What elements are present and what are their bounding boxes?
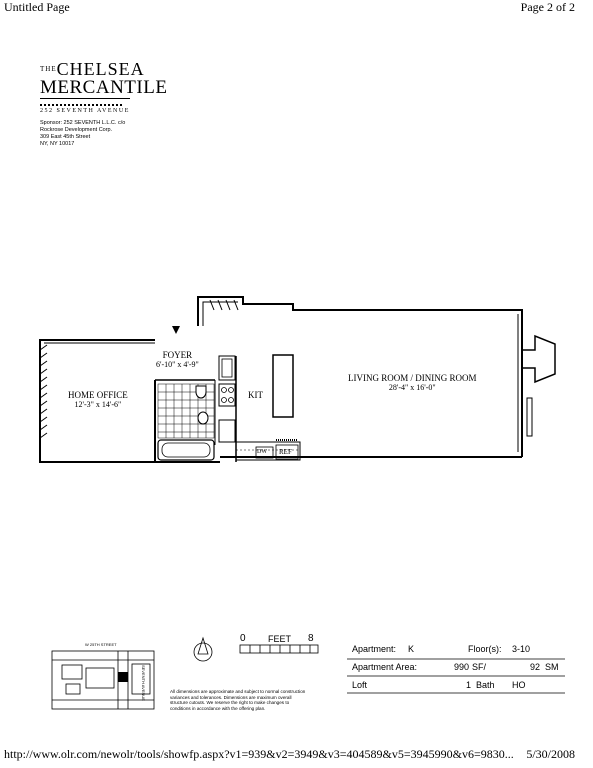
ref-label: REF bbox=[279, 448, 292, 456]
disclaimer-text: All dimensions are approximate and subje… bbox=[170, 689, 306, 711]
dishwasher bbox=[255, 446, 274, 459]
north-compass bbox=[193, 642, 213, 662]
sm-unit: SM bbox=[545, 662, 559, 672]
cooktop bbox=[218, 383, 236, 407]
right-window bbox=[526, 397, 533, 437]
bath-count: 1 bbox=[466, 680, 472, 690]
logo-ornament bbox=[40, 100, 122, 106]
apartment-value: K bbox=[408, 644, 415, 654]
upper-window-hatch bbox=[209, 299, 239, 311]
street-label-w25: W 25TH STREET bbox=[85, 642, 117, 647]
logo-line1: THECHELSEA bbox=[40, 59, 145, 79]
home-office-label: HOME OFFICE 12'-3" x 14'-6" bbox=[68, 390, 128, 409]
living-room-label: LIVING ROOM / DINING ROOM 28'-4" x 16'-0… bbox=[348, 373, 477, 392]
scale-bar bbox=[239, 644, 319, 654]
unit-info-table: Apartment: K Floor(s): 3-10 Apartment Ar… bbox=[348, 644, 568, 698]
bath-label: Bath bbox=[476, 680, 495, 690]
footer-url: http://www.olr.com/newolr/tools/showfp.a… bbox=[4, 747, 514, 761]
foyer-label: FOYER 6'-10" x 4'-9" bbox=[156, 350, 199, 369]
wall-upper-bump bbox=[197, 296, 523, 457]
scale-unit: FEET bbox=[268, 634, 292, 644]
ho-label: HO bbox=[512, 680, 526, 690]
apartment-label: Apartment: bbox=[352, 644, 397, 654]
key-map-highlight bbox=[118, 672, 128, 682]
stove bbox=[218, 355, 236, 381]
counter-run bbox=[235, 441, 301, 461]
loft-label: Loft bbox=[352, 680, 368, 690]
page-number: Page 2 of 2 bbox=[520, 0, 575, 14]
wall-office bbox=[39, 339, 220, 463]
entry-arrow bbox=[172, 326, 180, 334]
sm-value: 92 bbox=[530, 662, 541, 672]
bay-window bbox=[522, 334, 556, 384]
floors-label: Floor(s): bbox=[468, 644, 502, 654]
sf-value: 990 bbox=[454, 662, 470, 672]
scale-zero: 0 bbox=[240, 633, 246, 644]
area-label: Apartment Area: bbox=[352, 662, 418, 672]
sponsor-info: Sponsor: 252 SEVENTH L.L.C. c/o Rockrose… bbox=[40, 120, 126, 147]
scale-max: 8 bbox=[308, 633, 314, 644]
refrigerator bbox=[275, 444, 299, 460]
floors-value: 3-10 bbox=[512, 644, 531, 654]
dw-label: DW bbox=[257, 449, 267, 455]
logo-address: 252 SEVENTH AVENUE bbox=[40, 108, 130, 114]
street-label-seventh: SEVENTH AVENUE bbox=[141, 665, 146, 701]
office-window-hatch bbox=[39, 344, 48, 439]
footer-date: 5/30/2008 bbox=[526, 747, 575, 761]
page-title: Untitled Page bbox=[4, 0, 70, 14]
bathtub bbox=[157, 439, 215, 461]
sink-counter bbox=[218, 419, 236, 443]
key-map bbox=[51, 650, 155, 710]
toilet bbox=[195, 385, 207, 399]
sf-unit: SF/ bbox=[472, 662, 487, 672]
kitchen-island bbox=[272, 354, 294, 418]
bath-sink bbox=[197, 411, 209, 425]
north-arrow bbox=[197, 636, 209, 655]
kitchen-label: KIT bbox=[248, 390, 263, 400]
stove-inner bbox=[221, 358, 233, 378]
